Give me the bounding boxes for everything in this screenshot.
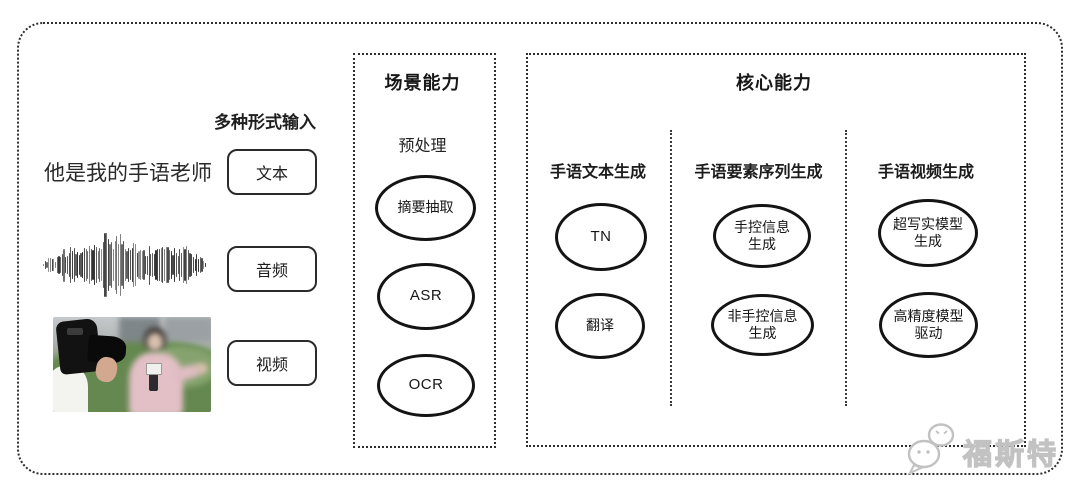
column-header-element-sequence: 手语要素序列生成	[694, 164, 823, 181]
reporter-hand	[195, 362, 208, 374]
scene-capability-panel	[353, 53, 496, 448]
column-header-text-generation: 手语文本生成	[549, 164, 646, 181]
node-ocr: OCR	[377, 354, 475, 417]
scene-panel-title: 场景能力	[384, 73, 461, 93]
node-non-manual-info-generation: 非手控信息 生成	[711, 294, 814, 356]
watermark-text: 福斯特	[962, 438, 1060, 471]
node-tn: TN	[555, 203, 647, 271]
column-divider-1	[670, 130, 672, 406]
column-header-video-generation: 手语视频生成	[877, 164, 974, 181]
wechat-icon	[907, 423, 955, 476]
buildings-right	[163, 317, 211, 342]
node-asr: ASR	[377, 263, 475, 330]
video-thumbnail-photo	[53, 317, 211, 412]
node-translation: 翻译	[555, 293, 645, 359]
node-high-precision-model-driving: 高精度模型 驱动	[879, 292, 978, 358]
outer-dotted-frame	[17, 22, 1063, 475]
sample-sentence-text: 他是我的手语老师	[44, 162, 212, 185]
node-summary-extraction: 摘要抽取	[375, 175, 476, 241]
reporter-face	[147, 333, 163, 352]
audio-input-box: 音频	[227, 246, 317, 292]
preprocess-label: 预处理	[398, 138, 447, 155]
camera-detail	[67, 328, 84, 336]
node-manual-info-generation: 手控信息 生成	[713, 204, 811, 268]
input-group-label: 多种形式输入	[214, 113, 316, 132]
microphone	[148, 370, 159, 392]
text-input-box: 文本	[227, 149, 317, 195]
core-capability-panel	[526, 53, 1026, 447]
column-divider-2	[845, 130, 847, 406]
audio-waveform-icon	[43, 228, 207, 302]
microphone-flag	[146, 362, 163, 376]
video-input-box: 视频	[227, 340, 317, 386]
core-panel-title: 核心能力	[736, 73, 812, 93]
node-hyperrealistic-model-generation: 超写实模型 生成	[878, 199, 978, 267]
